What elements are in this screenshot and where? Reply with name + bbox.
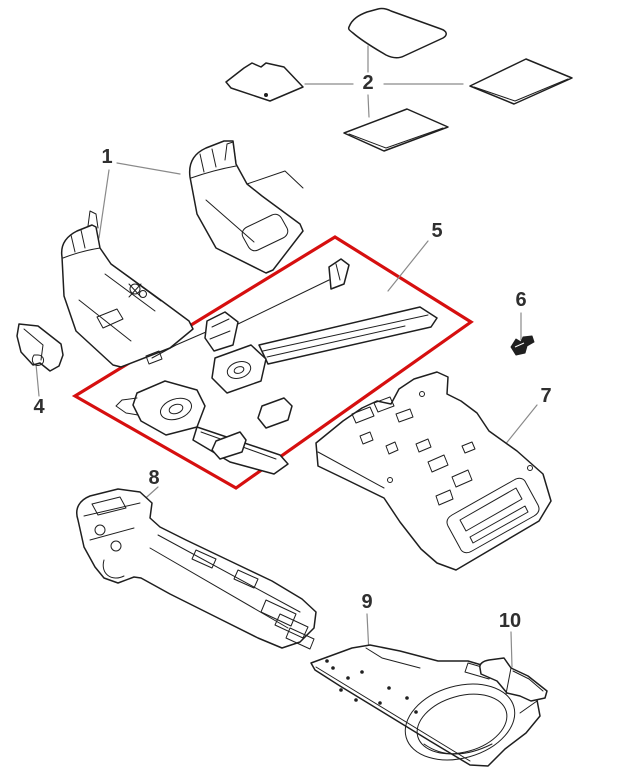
part-6-push-pin-fastener xyxy=(510,335,535,356)
callout-5[interactable]: 5 xyxy=(431,220,443,242)
callout-1[interactable]: 1 xyxy=(101,146,113,168)
part-10-small-mat xyxy=(479,657,548,702)
callout-2[interactable]: 2 xyxy=(362,72,374,94)
callout-8[interactable]: 8 xyxy=(148,467,160,489)
callout-9[interactable]: 9 xyxy=(361,591,373,613)
part-7-rear-floor-carpet xyxy=(315,371,552,571)
callout-4[interactable]: 4 xyxy=(33,396,45,418)
callout-7[interactable]: 7 xyxy=(540,385,552,407)
part-4-quarter-trim xyxy=(16,323,64,372)
callout-6[interactable]: 6 xyxy=(515,289,527,311)
part-1-front-carpet-pair xyxy=(60,140,304,368)
part-2-floor-mat-set xyxy=(225,7,573,152)
selection-highlight xyxy=(71,235,474,490)
part-5-main-floor-carpet xyxy=(115,258,438,475)
callout-10[interactable]: 10 xyxy=(498,610,522,632)
part-8-sill-insulation xyxy=(76,488,317,650)
